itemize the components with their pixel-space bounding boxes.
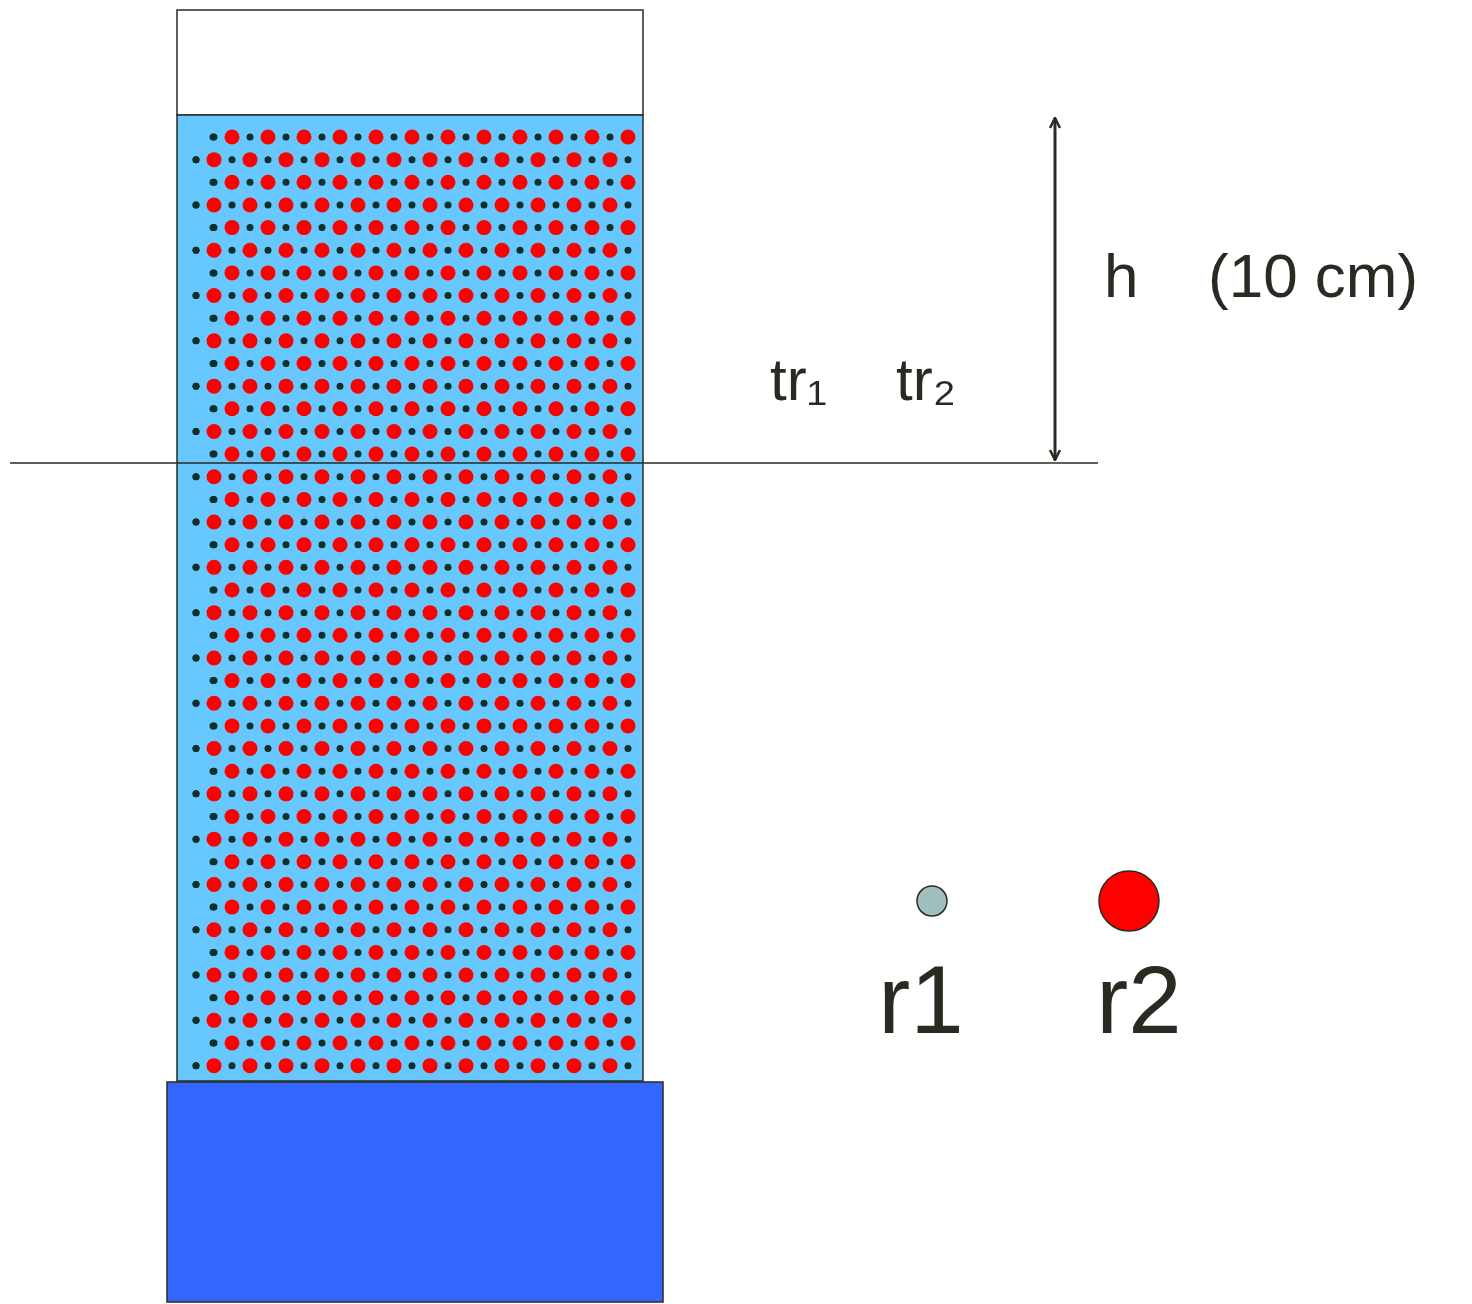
empty-headspace — [177, 10, 643, 115]
height-symbol: h — [1104, 245, 1138, 307]
reference-line — [10, 462, 1098, 464]
legend-text: r1 — [878, 952, 963, 1048]
tracer-label: tr₂ — [896, 350, 956, 410]
legend-swatch — [1096, 868, 1162, 934]
legend-text: r2 — [1096, 952, 1181, 1048]
height-arrow — [1054, 118, 1057, 460]
packed-column — [177, 115, 643, 1081]
column-base — [167, 1082, 663, 1302]
height-value: (10 cm) — [1208, 245, 1418, 307]
legend-swatch — [914, 883, 950, 919]
tracer-label: tr₁ — [770, 350, 827, 410]
particle-bed — [193, 130, 636, 1074]
legend-swatch-circle — [917, 886, 947, 916]
legend-swatch-circle — [1099, 871, 1159, 931]
